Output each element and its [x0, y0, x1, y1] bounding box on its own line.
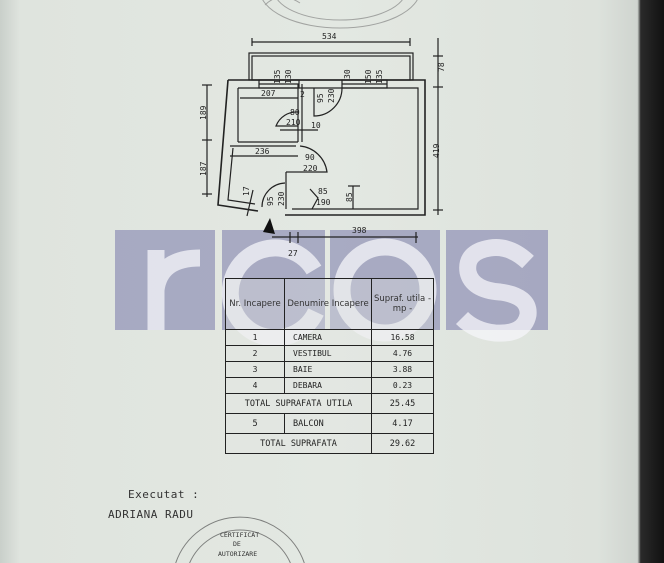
svg-text:230: 230: [277, 191, 286, 206]
svg-text:95: 95: [266, 196, 275, 206]
door-swing-90: [299, 145, 328, 173]
svg-text:210: 210: [286, 118, 301, 127]
row-nr: 3: [225, 361, 285, 378]
watermark-letter-r: [147, 249, 201, 330]
row-nr: 5: [225, 413, 285, 434]
door-swing-80: [275, 111, 299, 127]
svg-text:85: 85: [345, 192, 354, 202]
total-utila-value: 25.45: [371, 393, 434, 414]
row-nr: 2: [225, 345, 285, 362]
svg-text:135: 135: [375, 69, 384, 84]
row-area: 0.23: [371, 377, 434, 394]
svg-text:130: 130: [284, 69, 293, 84]
svg-text:135: 135: [273, 69, 282, 84]
svg-text:DE: DE: [233, 540, 241, 548]
svg-text:419: 419: [432, 143, 441, 158]
svg-text:27: 27: [288, 249, 298, 258]
svg-text:10: 10: [311, 121, 321, 130]
svg-text:AUTORIZARE: AUTORIZARE: [218, 550, 257, 558]
svg-text:80: 80: [290, 108, 300, 117]
svg-text:534: 534: [322, 32, 337, 41]
entrance-arrow-icon: [263, 218, 275, 234]
executed-label: Executat :: [128, 488, 200, 501]
door-swing-entry: [261, 182, 286, 208]
table-header: Nr. Incapere Denumire Incapere Supraf. u…: [225, 278, 434, 330]
svg-text:95: 95: [316, 93, 325, 103]
row-nr: 1: [225, 329, 285, 346]
svg-text:2: 2: [300, 90, 305, 99]
row-name: VESTIBUL: [284, 345, 372, 362]
bottom-stamp: [175, 516, 305, 563]
total-utila-label: TOTAL SUPRAFATA UTILA: [225, 393, 372, 414]
door-swing-85: [309, 188, 319, 210]
row-area: 4.17: [371, 413, 434, 434]
svg-text:207: 207: [261, 89, 276, 98]
row-area: 3.88: [371, 361, 434, 378]
svg-text:190: 190: [316, 198, 331, 207]
author-name: ADRIANA RADU: [108, 508, 194, 521]
rooms-table: Nr. Incapere Denumire Incapere Supraf. u…: [225, 278, 434, 454]
header-name: Denumire Incapere: [284, 278, 372, 330]
svg-text:78: 78: [437, 62, 446, 72]
svg-text:220: 220: [303, 164, 318, 173]
header-nr: Nr. Incapere: [225, 278, 285, 330]
svg-text:90: 90: [305, 153, 315, 162]
header-area: Supraf. utila - mp -: [371, 278, 434, 330]
watermark-letter-s: [455, 239, 537, 342]
row-nr: 4: [225, 377, 285, 394]
svg-text:CERTIFICAT: CERTIFICAT: [220, 531, 259, 539]
total-label: TOTAL SUPRAFATA: [225, 433, 372, 454]
row-area: 16.58: [371, 329, 434, 346]
svg-text:150: 150: [364, 69, 373, 84]
total-value: 29.62: [371, 433, 434, 454]
top-stamp: [262, 0, 418, 29]
svg-text:17: 17: [242, 186, 251, 196]
row-name: CAMERA: [284, 329, 372, 346]
row-name: BAIE: [284, 361, 372, 378]
svg-text:187: 187: [199, 161, 208, 176]
door-swing-main: [313, 87, 343, 117]
svg-text:398: 398: [352, 226, 367, 235]
row-name: DEBARA: [284, 377, 372, 394]
row-area: 4.76: [371, 345, 434, 362]
svg-text:236: 236: [255, 147, 270, 156]
row-name: BALCON: [284, 413, 372, 434]
dimension-labels: 534 135 130 30 150 135 78 419 95 230 207…: [199, 32, 446, 258]
svg-text:85: 85: [318, 187, 328, 196]
svg-text:189: 189: [199, 105, 208, 120]
svg-text:230: 230: [327, 88, 336, 103]
svg-text:30: 30: [343, 69, 352, 79]
bottom-stamp-text: CERTIFICAT DE AUTORIZARE: [218, 531, 259, 558]
